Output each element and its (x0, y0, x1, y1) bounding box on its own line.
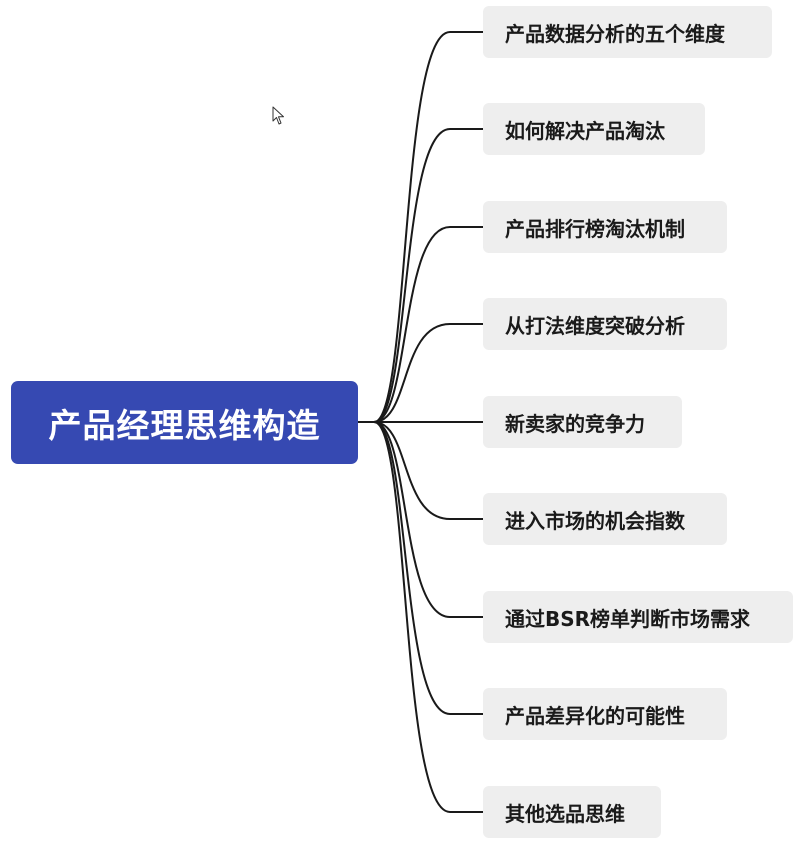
root-node[interactable]: 产品经理思维构造 (11, 381, 358, 464)
child-node-1[interactable]: 产品数据分析的五个维度 (483, 6, 772, 58)
child-node-label: 产品排行榜淘汰机制 (505, 216, 685, 241)
child-node-8[interactable]: 产品差异化的可能性 (483, 688, 727, 740)
child-node-label: 产品差异化的可能性 (505, 703, 685, 728)
connector-line-8 (373, 421, 483, 715)
child-node-3[interactable]: 产品排行榜淘汰机制 (483, 201, 727, 253)
connector-line-3 (373, 226, 483, 423)
child-node-4[interactable]: 从打法维度突破分析 (483, 298, 727, 350)
child-node-5[interactable]: 新卖家的竞争力 (483, 396, 682, 448)
child-node-label: 新卖家的竞争力 (505, 411, 645, 436)
child-node-label: 进入市场的机会指数 (505, 508, 685, 533)
connector-line-9 (373, 421, 483, 813)
child-node-9[interactable]: 其他选品思维 (483, 786, 661, 838)
child-node-2[interactable]: 如何解决产品淘汰 (483, 103, 705, 155)
child-node-label: 通过BSR榜单判断市场需求 (505, 606, 751, 631)
connector-line-6 (373, 421, 483, 520)
connector-line-2 (373, 128, 483, 423)
child-node-label: 如何解决产品淘汰 (505, 118, 665, 143)
mouse-pointer-icon (272, 106, 284, 125)
child-node-label: 产品数据分析的五个维度 (505, 21, 725, 46)
connector-line-1 (373, 31, 483, 423)
child-node-label: 其他选品思维 (505, 801, 625, 826)
child-node-7[interactable]: 通过BSR榜单判断市场需求 (483, 591, 793, 643)
connector-line-7 (373, 421, 483, 618)
child-node-6[interactable]: 进入市场的机会指数 (483, 493, 727, 545)
connector-line-4 (373, 323, 483, 423)
child-node-label: 从打法维度突破分析 (505, 313, 685, 338)
root-node-label: 产品经理思维构造 (48, 405, 321, 445)
